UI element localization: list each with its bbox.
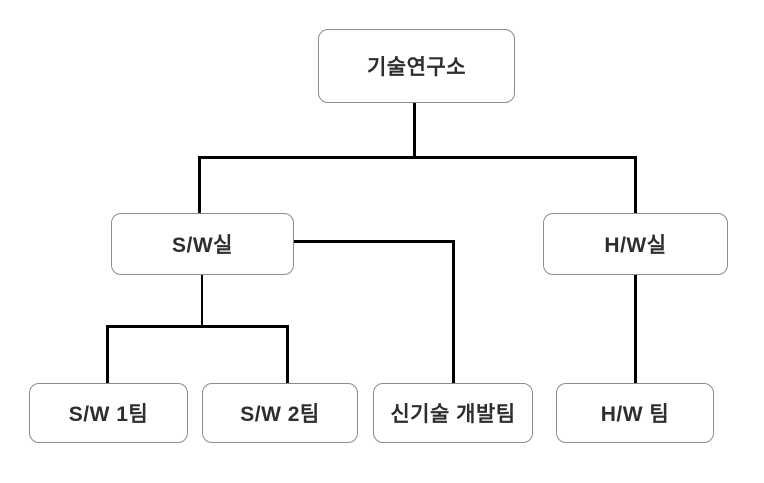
org-node-sw-team2: S/W 2팀 (202, 383, 358, 443)
connector-sw-office-down (201, 275, 203, 327)
org-node-sw-team1-label: S/W 1팀 (68, 403, 149, 426)
org-node-hw-office-label: H/W실 (604, 234, 667, 257)
org-node-root: 기술연구소 (318, 29, 515, 103)
connector-level1-horizontal (198, 156, 637, 159)
connector-sw-children-horizontal (106, 325, 289, 328)
org-node-hw-team-label: H/W 팀 (600, 403, 670, 426)
connector-sw-office-right (294, 240, 455, 243)
connector-sw-team1-drop (106, 325, 109, 383)
org-node-new-tech-team: 신기술 개발팀 (373, 383, 533, 443)
org-node-new-tech-team-label: 신기술 개발팀 (390, 403, 516, 426)
connector-sw-office-drop (198, 156, 201, 213)
org-node-hw-office: H/W실 (543, 213, 728, 275)
org-node-sw-office-label: S/W실 (172, 234, 233, 257)
org-node-hw-team: H/W 팀 (556, 383, 714, 443)
connector-hw-office-drop (634, 156, 637, 213)
org-node-sw-team2-label: S/W 2팀 (240, 403, 320, 426)
connector-root-down (413, 103, 416, 159)
org-node-sw-team1: S/W 1팀 (29, 383, 188, 443)
org-node-sw-office: S/W실 (111, 213, 294, 275)
connector-new-tech-team-drop (452, 240, 455, 383)
connector-sw-team2-drop (286, 325, 289, 383)
connector-hw-team-drop (634, 275, 637, 383)
org-node-root-label: 기술연구소 (366, 56, 467, 79)
